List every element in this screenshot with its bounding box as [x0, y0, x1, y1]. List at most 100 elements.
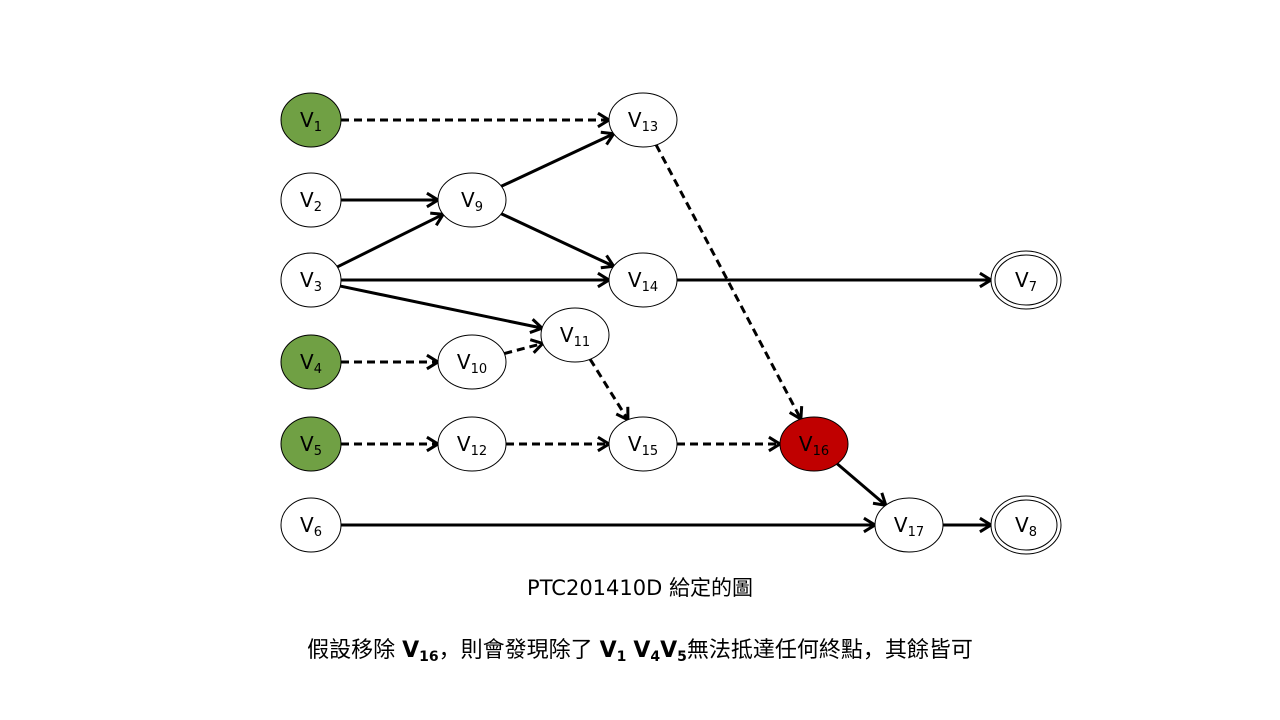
node-v11: V11	[540, 307, 610, 363]
node-label: V16	[799, 432, 829, 459]
node-label: V13	[628, 108, 658, 135]
caption-part3: 無法抵達任何終點，其餘皆可	[686, 638, 973, 663]
caption-unreachable-node: V5	[660, 638, 687, 665]
edge-v12-v15	[506, 435, 612, 453]
node-subscript: 3	[314, 280, 322, 295]
diagram-title: PTC201410D 給定的圖	[527, 576, 753, 600]
node-v7: V7	[990, 250, 1062, 310]
solid-edge-line	[339, 284, 543, 330]
node-letter: V	[300, 350, 314, 374]
node-subscript: 5	[314, 444, 322, 459]
node-subscript: 13	[642, 120, 659, 135]
node-subscript: 1	[314, 120, 322, 135]
edge-v13-v16	[654, 144, 804, 422]
edge-v4-v10	[341, 353, 441, 371]
node-v16: V16	[779, 416, 849, 472]
node-subscript: 14	[642, 280, 659, 295]
node-subscript: 9	[475, 200, 483, 215]
edge-v17-v8	[943, 516, 994, 534]
node-label: V14	[628, 268, 658, 295]
node-letter: V	[560, 323, 574, 347]
node-v4: V4	[280, 334, 342, 390]
node-letter: V	[628, 268, 642, 292]
node-v1: V1	[280, 92, 342, 148]
node-inner-ring	[994, 499, 1058, 551]
node-subscript: 2	[314, 200, 322, 215]
node-letter: V	[799, 432, 813, 456]
solid-edge-line	[336, 212, 444, 269]
node-v14: V14	[608, 252, 678, 308]
node-letter: V	[300, 268, 314, 292]
node-label: V3	[300, 268, 322, 295]
edge-v3-v11	[339, 284, 545, 334]
node-letter: V	[1015, 268, 1029, 292]
node-label: V6	[300, 513, 322, 540]
node-v2: V2	[280, 172, 342, 228]
node-subscript: 16	[813, 444, 830, 459]
node-shape	[874, 497, 944, 553]
edge-v15-v16	[677, 435, 783, 453]
edge-v16-v17	[836, 462, 889, 508]
edge-v3-v9	[336, 211, 446, 269]
node-label: V2	[300, 188, 322, 215]
node-shape	[990, 495, 1062, 555]
node-label: V9	[461, 188, 483, 215]
node-label: V4	[300, 350, 322, 377]
edge-v11-v15	[588, 358, 630, 423]
edge-v9-v13	[500, 130, 617, 188]
node-v6: V6	[280, 497, 342, 553]
node-shape	[280, 252, 342, 308]
node-label: V1	[300, 108, 322, 135]
node-letter: V	[300, 108, 314, 132]
caption-part2: ，則會發現除了	[438, 638, 600, 663]
node-subscript: 11	[574, 335, 591, 350]
node-letter: V	[1015, 513, 1029, 537]
caption-removed-node: V16	[402, 638, 439, 665]
node-label: V11	[560, 323, 590, 350]
node-shape	[280, 416, 342, 472]
edge-v5-v12	[341, 435, 441, 453]
solid-edge-line	[500, 132, 615, 188]
dashed-edge-line	[588, 358, 630, 421]
edge-v1-v13	[341, 111, 612, 129]
dashed-edge-line	[654, 144, 803, 420]
node-label: V12	[457, 432, 487, 459]
node-shape	[540, 307, 610, 363]
edges-layer	[336, 111, 994, 534]
node-label: V17	[894, 513, 924, 540]
caption-unreachable-node: V1	[599, 638, 627, 665]
node-letter: V	[300, 188, 314, 212]
node-subscript: 17	[908, 525, 925, 540]
node-v9: V9	[437, 172, 507, 228]
node-subscript: 7	[1029, 280, 1037, 295]
caption-unreachable-node: V4	[633, 638, 661, 665]
node-label: V7	[1015, 268, 1037, 295]
node-v3: V3	[280, 252, 342, 308]
caption-part1: 假設移除	[307, 638, 403, 663]
node-label: V5	[300, 432, 322, 459]
node-shape	[437, 334, 507, 390]
node-shape	[280, 92, 342, 148]
node-label: V10	[457, 350, 487, 377]
node-letter: V	[300, 432, 314, 456]
edge-v2-v9	[341, 191, 441, 209]
node-shape	[280, 334, 342, 390]
node-v17: V17	[874, 497, 944, 553]
node-subscript: 4	[314, 362, 322, 377]
node-subscript: 12	[471, 444, 488, 459]
node-v15: V15	[608, 416, 678, 472]
solid-edge-line	[500, 212, 615, 268]
solid-edge-line	[836, 462, 887, 507]
node-subscript: 10	[471, 362, 488, 377]
node-letter: V	[894, 513, 908, 537]
node-shape	[779, 416, 849, 472]
edge-v9-v14	[500, 212, 617, 270]
node-shape	[608, 416, 678, 472]
dashed-edge-line	[503, 342, 544, 355]
node-label: V8	[1015, 513, 1037, 540]
node-v12: V12	[437, 416, 507, 472]
edge-v6-v17	[341, 516, 878, 534]
node-shape	[608, 92, 678, 148]
